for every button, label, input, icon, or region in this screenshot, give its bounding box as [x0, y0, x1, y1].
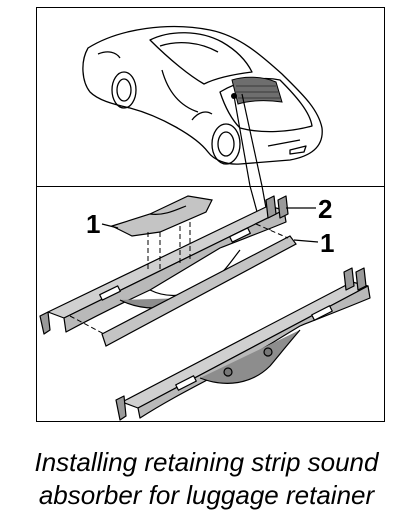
callout-label-2: 2: [318, 194, 332, 224]
retaining-strip-lower: [115, 267, 371, 421]
caption-line-2: absorber for luggage retainer: [38, 480, 375, 510]
figure-caption: Installing retaining strip sound absorbe…: [0, 446, 413, 512]
sound-absorber-small: [110, 195, 213, 237]
callout-label-1-left: 1: [86, 209, 100, 239]
sound-absorber-long: [101, 235, 297, 347]
callout-leaders: [101, 207, 319, 243]
car-overview: [82, 25, 323, 165]
caption-line-1: Installing retaining strip sound: [34, 447, 379, 477]
assembly-lines: [69, 222, 289, 335]
illustration-frame: [36, 7, 385, 422]
callout-label-1-right: 1: [320, 228, 334, 258]
luggage-area-highlight: [231, 76, 283, 105]
panel-divider: [36, 186, 385, 187]
